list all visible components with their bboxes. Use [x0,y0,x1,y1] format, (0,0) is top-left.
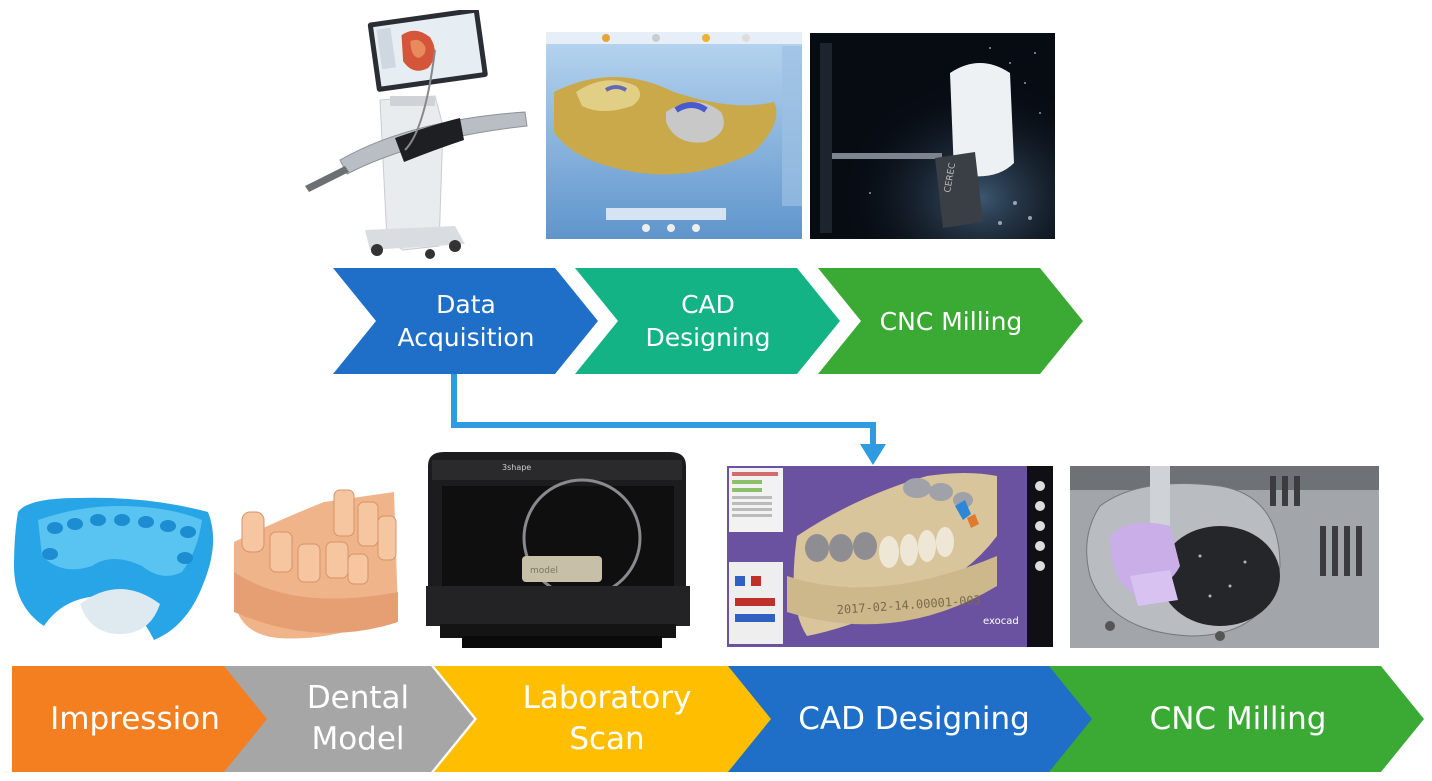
svg-text:model: model [530,566,558,576]
workflow-connector-line [451,374,876,448]
bottom-chevron-cad-designing [728,666,1095,772]
top-chevron-cnc-milling [818,268,1083,374]
top-chevron-cad-designing [575,268,840,374]
intraoral-scanner-photo [295,10,530,260]
top-chevron-data-acquisition [333,268,598,374]
bottom-chevron-impression [12,666,272,772]
bottom-chevron-dental-model [224,666,474,772]
milling-block-photo: CEREC [810,33,1055,239]
cad-software-screen-photo [546,32,802,239]
impression-tray-photo [10,492,225,644]
exocad-brand: exocad [983,616,1019,627]
exocad-screen-photo: 2017-02-14.00001-003 exocad [727,466,1053,647]
lab-scanner-brand: 3shape [502,463,531,472]
dental-model-photo [228,472,403,644]
workflow-connector-arrowhead [860,444,886,465]
bottom-chevron-cnc-milling [1049,666,1424,772]
lab-scanner-photo: model 3shape [422,446,694,656]
milling-machine-photo [1070,466,1379,648]
bottom-chevron-laboratory-scan [434,666,773,772]
